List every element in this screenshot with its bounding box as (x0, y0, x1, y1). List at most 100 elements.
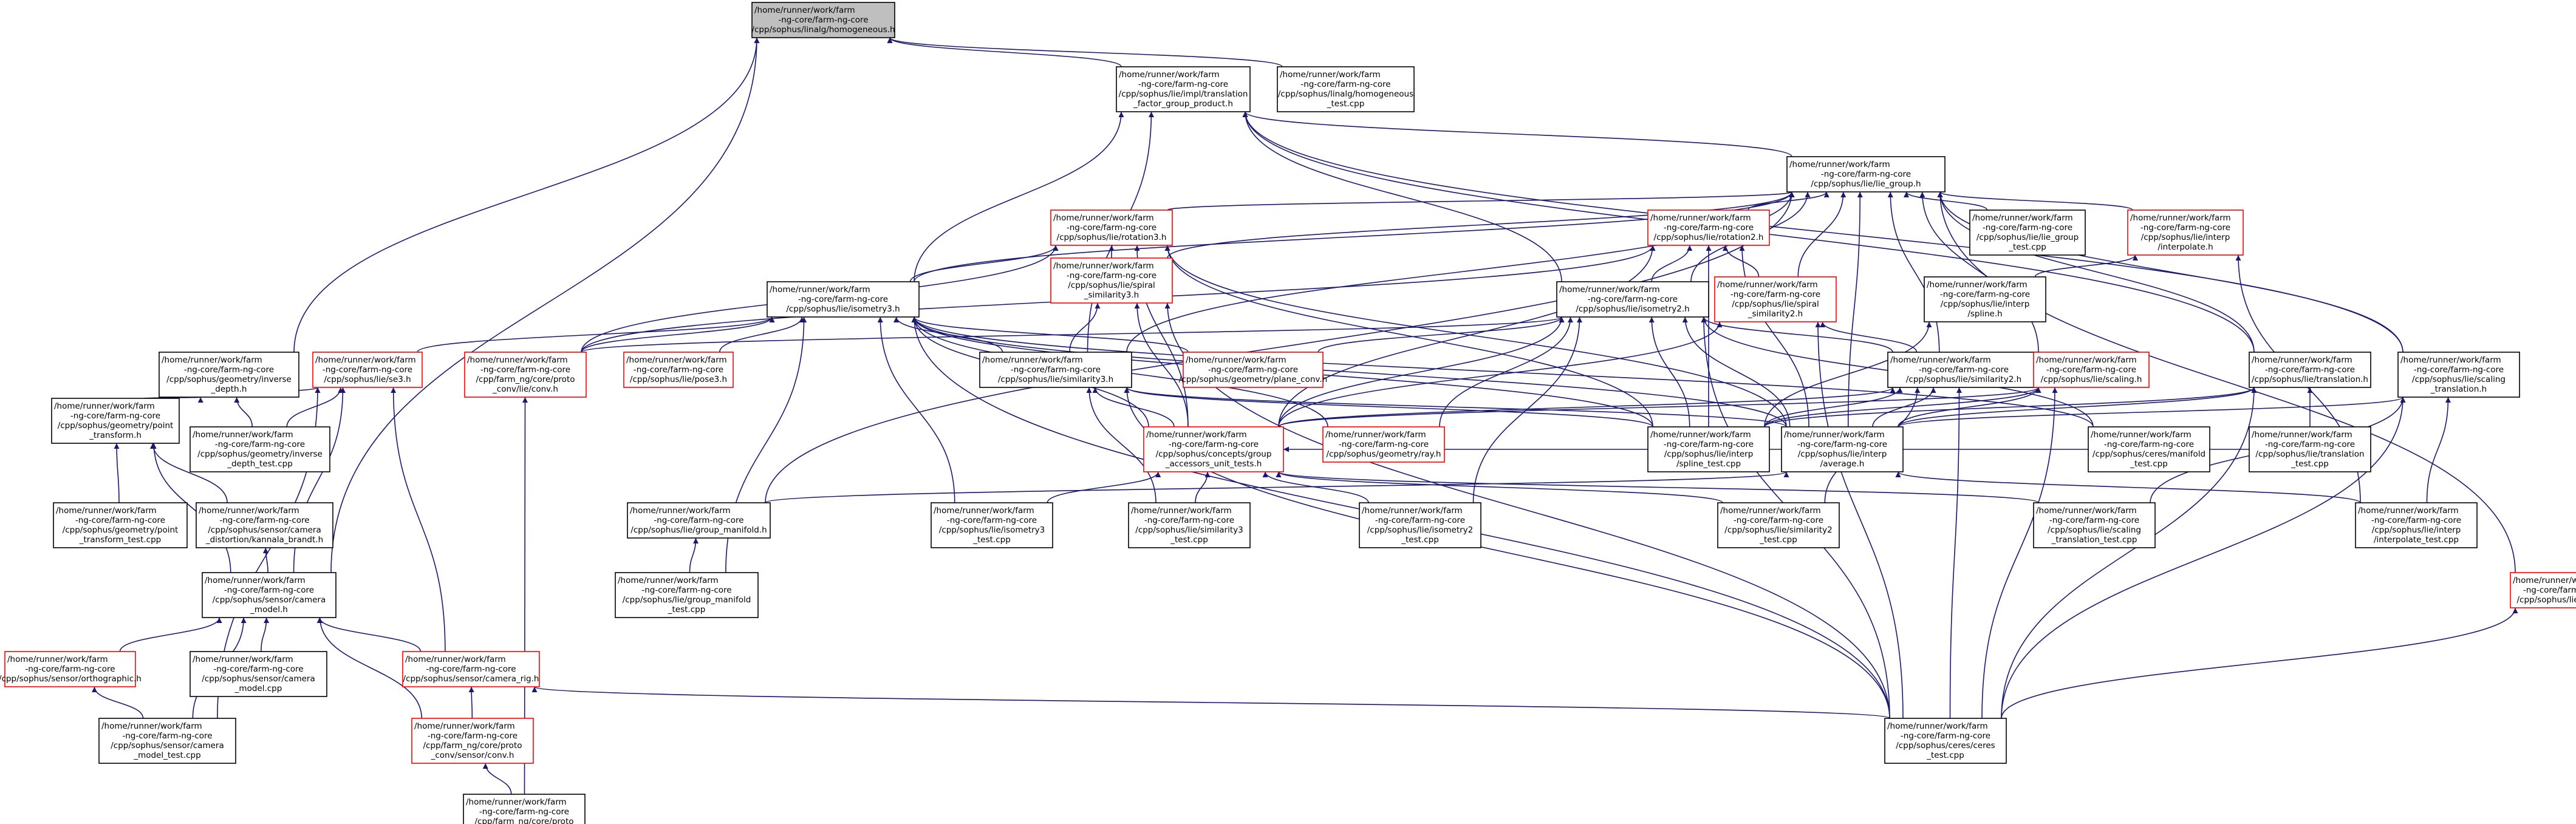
file-node-sensor-conv[interactable]: /home/runner/work/farm-ng-core/farm-ng-c… (411, 718, 534, 764)
node-label-line: /cpp/sophus/sensor/camera (213, 595, 326, 605)
file-node-inverse-depth-test[interactable]: /home/runner/work/farm-ng-core/farm-ng-c… (190, 426, 330, 472)
node-label-line: -ng-core/farm-ng-core (1169, 440, 1259, 449)
file-node-similarity3[interactable]: /home/runner/work/farm-ng-core/farm-ng-c… (979, 352, 1132, 388)
file-node-interp-interpolate[interactable]: /home/runner/work/farm-ng-core/farm-ng-c… (2127, 209, 2244, 256)
file-node-sensor-conv-cpp[interactable]: /home/runner/work/farm-ng-core/farm-ng-c… (463, 794, 586, 824)
node-label-line: -ng-core/farm-ng-core (1067, 271, 1156, 281)
file-node-average[interactable]: /home/runner/work/farm-ng-core/farm-ng-c… (1781, 426, 1904, 472)
edge-similarity2-to-spiral-similarity2 (1820, 321, 1918, 353)
node-label-line: /cpp/sophus/lie/translation.h (2252, 375, 2368, 384)
file-node-translation-test[interactable]: /home/runner/work/farm-ng-core/farm-ng-c… (2249, 426, 2371, 472)
edge-sensor-conv-to-camera-model (317, 617, 423, 719)
file-node-scaling-translation-test[interactable]: /home/runner/work/farm-ng-core/farm-ng-c… (2033, 502, 2156, 548)
file-node-pose3[interactable]: /home/runner/work/farm-ng-core/farm-ng-c… (623, 352, 734, 388)
node-box (411, 718, 534, 764)
file-node-lie-group[interactable]: /home/runner/work/farm-ng-core/farm-ng-c… (1786, 156, 1946, 192)
file-node-camera-rig[interactable]: /home/runner/work/farm-ng-core/farm-ng-c… (402, 651, 540, 687)
file-node-ray[interactable]: /home/runner/work/farm-ng-core/farm-ng-c… (1322, 426, 1445, 463)
file-node-interpolate-test[interactable]: /home/runner/work/farm-ng-core/farm-ng-c… (2355, 502, 2478, 548)
file-node-ceres-manifold-test[interactable]: /home/runner/work/farm-ng-core/farm-ng-c… (2088, 426, 2210, 472)
file-node-group-manifold[interactable]: /home/runner/work/farm-ng-core/farm-ng-c… (627, 502, 771, 539)
node-label-line: _translation_test.cpp (2051, 535, 2137, 545)
node-label-line: -ng-core/farm-ng-core (2523, 585, 2576, 595)
node-box (1717, 502, 1840, 548)
file-node-camera-model-test[interactable]: /home/runner/work/farm-ng-core/farm-ng-c… (98, 718, 236, 764)
node-label-line: /cpp/sophus/lie/isometry2 (1367, 525, 1474, 535)
file-node-group-accessors[interactable]: /home/runner/work/farm-ng-core/farm-ng-c… (1143, 426, 1284, 472)
file-node-scaling[interactable]: /home/runner/work/farm-ng-core/farm-ng-c… (2033, 352, 2150, 388)
file-node-spiral-similarity3[interactable]: /home/runner/work/farm-ng-core/farm-ng-c… (1050, 257, 1173, 304)
file-node-group-manifold-test[interactable]: /home/runner/work/farm-ng-core/farm-ng-c… (615, 572, 759, 618)
file-node-orthographic[interactable]: /home/runner/work/farm-ng-core/farm-ng-c… (0, 651, 142, 687)
node-label-line: /cpp/sophus/lie/rotation3.h (1057, 233, 1167, 242)
file-node-spiral-similarity2[interactable]: /home/runner/work/farm-ng-core/farm-ng-c… (1714, 276, 1837, 322)
node-label-line: _distortion/kannala_brandt.h (205, 535, 323, 545)
file-node-camera-model[interactable]: /home/runner/work/farm-ng-core/farm-ng-c… (202, 572, 337, 618)
node-label-line: -ng-core/farm-ng-core (778, 15, 868, 25)
edge-spline-test-to-similarity2 (1764, 387, 1903, 427)
node-label-line: /home/runner/work/farm (1131, 506, 1232, 516)
file-node-point-transform[interactable]: /home/runner/work/farm-ng-core/farm-ng-c… (51, 398, 180, 444)
node-box (1786, 156, 1946, 192)
file-node-spline-test[interactable]: /home/runner/work/farm-ng-core/farm-ng-c… (1647, 426, 1770, 472)
node-label-line: /cpp/sophus/sensor/orthographic.h (0, 674, 142, 684)
node-label-line: /home/runner/work/farm (934, 506, 1034, 516)
file-node-ceres-test[interactable]: /home/runner/work/farm-ng-core/farm-ng-c… (1884, 718, 2007, 764)
file-node-inverse-depth[interactable]: /home/runner/work/farm-ng-core/farm-ng-c… (159, 352, 299, 398)
node-box (627, 502, 771, 539)
file-node-isometry3[interactable]: /home/runner/work/farm-ng-core/farm-ng-c… (767, 281, 920, 318)
file-node-camera-model-cpp[interactable]: /home/runner/work/farm-ng-core/farm-ng-c… (190, 651, 327, 697)
file-node-lie-se3[interactable]: /home/runner/work/farm-ng-core/farm-ng-c… (312, 352, 423, 388)
node-label-line: /cpp/sophus/sensor/camera (202, 674, 315, 684)
file-node-homogeneous-test[interactable]: /home/runner/work/farm-ng-core/farm-ng-c… (1277, 66, 1415, 112)
file-node-rotation2[interactable]: /home/runner/work/farm-ng-core/farm-ng-c… (1647, 209, 1770, 246)
file-node-plane-conv[interactable]: /home/runner/work/farm-ng-core/farm-ng-c… (1179, 352, 1327, 388)
edge-kannala-brandt-to-point-transform (149, 443, 228, 503)
file-node-isometry2-test[interactable]: /home/runner/work/farm-ng-core/farm-ng-c… (1359, 502, 1481, 548)
node-label-line: -ng-core/farm-ng-core (75, 516, 165, 525)
file-node-similarity2[interactable]: /home/runner/work/farm-ng-core/farm-ng-c… (1887, 352, 2040, 388)
file-node-point-transform-test[interactable]: /home/runner/work/farm-ng-core/farm-ng-c… (53, 502, 188, 548)
file-node-similarity2-test[interactable]: /home/runner/work/farm-ng-core/farm-ng-c… (1717, 502, 1840, 548)
node-label-line: /cpp/sophus/lie/isometry3 (939, 525, 1045, 535)
file-node-kannala-brandt[interactable]: /home/runner/work/farm-ng-core/farm-ng-c… (196, 502, 333, 548)
node-label-line: /cpp/sophus/lie/interp (1798, 449, 1887, 459)
file-node-interp-spline[interactable]: /home/runner/work/farm-ng-core/farm-ng-c… (1924, 276, 2046, 322)
node-label-line: -ng-core/farm-ng-core (480, 365, 570, 375)
node-label-line: /home/runner/work/farm (1146, 430, 1247, 440)
file-node-identity[interactable]: /home/runner/work/farm-ng-core/farm-ng-c… (2510, 572, 2576, 608)
node-label-line: -ng-core/farm-ng-core (641, 585, 731, 595)
file-node-proto-conv[interactable]: /home/runner/work/farm-ng-core/farm-ng-c… (464, 352, 587, 398)
edge-plane-conv-to-isometry2 (1317, 316, 1565, 353)
file-node-rotation3[interactable]: /home/runner/work/farm-ng-core/farm-ng-c… (1050, 209, 1173, 246)
node-label-line: /home/runner/work/farm (2400, 355, 2501, 365)
node-label-line: -ng-core/farm-ng-core (1375, 516, 1465, 525)
node-label-line: /home/runner/work/farm (2252, 355, 2352, 365)
edge-ceres-test-to-similarity2 (1949, 387, 1962, 719)
edge-camera-model-to-point-transform (151, 443, 231, 573)
file-node-lie-group-test[interactable]: /home/runner/work/farm-ng-core/farm-ng-c… (1969, 209, 2086, 256)
node-box (2249, 426, 2371, 472)
edge-spline-test-to-scaling (1764, 387, 2041, 427)
node-label-line: _translation.h (2430, 384, 2487, 394)
edge-group-accessors-to-similarity3 (1092, 387, 1175, 427)
node-box (1050, 257, 1173, 304)
file-node-scaling-translation[interactable]: /home/runner/work/farm-ng-core/farm-ng-c… (2397, 352, 2520, 398)
edge-spline-test-to-similarity3 (1124, 387, 1653, 427)
node-label-line: -ng-core/farm-ng-core (219, 516, 309, 525)
node-label-line: /home/runner/work/farm (1186, 355, 1286, 365)
node-label-line: -ng-core/farm-ng-core (2265, 440, 2355, 449)
file-node-homogeneous[interactable]: /home/runner/work/farm-ng-core/farm-ng-c… (751, 2, 895, 38)
edge-translation-factor-to-homogeneous (887, 37, 1122, 67)
edge-isometry3-to-rotation3 (909, 245, 1059, 282)
file-node-isometry2[interactable]: /home/runner/work/farm-ng-core/farm-ng-c… (1556, 281, 1709, 318)
file-node-translation-factor[interactable]: /home/runner/work/farm-ng-core/farm-ng-c… (1116, 66, 1251, 112)
node-label-line: -ng-core/farm-ng-core (1339, 440, 1429, 449)
node-label-line: /cpp/sophus/geometry/inverse (197, 449, 323, 459)
node-label-line: /spline_test.cpp (1676, 459, 1741, 469)
file-node-similarity3-test[interactable]: /home/runner/work/farm-ng-core/farm-ng-c… (1128, 502, 1251, 548)
node-label-line: -ng-core/farm-ng-core (1664, 223, 1754, 233)
node-label-line: /home/runner/work/farm (2513, 576, 2576, 585)
file-node-isometry3-test[interactable]: /home/runner/work/farm-ng-core/farm-ng-c… (931, 502, 1053, 548)
file-node-translation[interactable]: /home/runner/work/farm-ng-core/farm-ng-c… (2249, 352, 2371, 388)
